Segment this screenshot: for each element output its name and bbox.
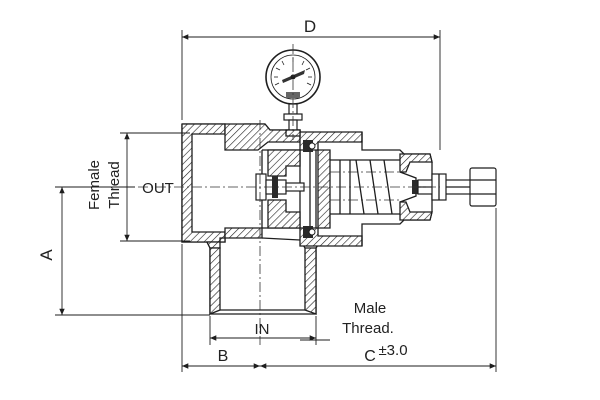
- left-socket-wall: [181, 123, 226, 243]
- dimension-a-label: A: [37, 249, 56, 261]
- male-thread-label-line2: Thread.: [342, 320, 394, 337]
- dimension-c-label: C: [364, 348, 376, 365]
- female-thread-label-line1: Female: [86, 160, 103, 210]
- out-port-label: OUT: [142, 180, 174, 197]
- valve-body: [181, 123, 433, 315]
- dimensions: [55, 30, 497, 372]
- bonnet-top: [399, 153, 433, 173]
- diaphragm-plate: [317, 149, 331, 229]
- hex-cap-nut: [469, 167, 497, 207]
- dimension-d-label: D: [304, 17, 316, 36]
- inlet-right-wall: [304, 247, 317, 315]
- bolt-top: [303, 140, 313, 152]
- tolerance-label: ±3.0: [378, 342, 407, 359]
- in-port-label: IN: [255, 321, 270, 338]
- poppet-nut: [272, 176, 278, 198]
- valve-seat-lower: [267, 199, 301, 229]
- bolt-bottom: [303, 226, 313, 238]
- lower-wall: [205, 227, 263, 249]
- inlet-left-wall: [209, 247, 221, 315]
- valve-seat-upper: [267, 149, 301, 177]
- labels: D A B C ±3.0 OUT IN Female Thread Male T…: [37, 17, 408, 365]
- bonnet-bottom: [399, 201, 433, 221]
- center-lines: [120, 44, 440, 345]
- male-thread-label-line1: Male: [354, 300, 387, 317]
- dimension-b-label: B: [218, 348, 229, 365]
- female-thread-label-line2: Thread: [106, 161, 123, 209]
